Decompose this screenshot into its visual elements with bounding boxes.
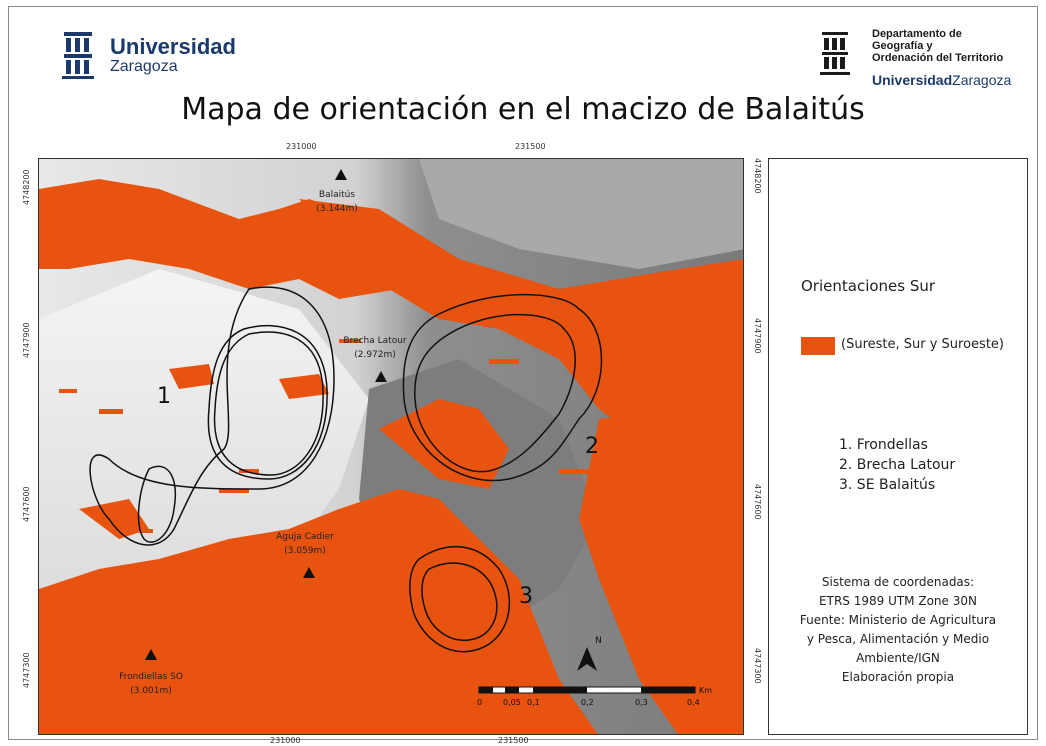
scale-label-04: 0,4 <box>687 698 700 707</box>
scale-label-005: 0,05 <box>503 698 521 707</box>
peak-brecha-latour-elev: (2.972m) <box>354 350 396 360</box>
left-tick-4747600: 4747600 <box>22 486 31 522</box>
north-arrow: N <box>577 636 602 671</box>
university-seal-icon <box>62 32 94 79</box>
university-logo: Universidad Zaragoza <box>60 30 280 90</box>
zone-number-1: 1 <box>157 384 171 409</box>
right-tick-4748200: 4748200 <box>753 158 762 194</box>
orange-speckles <box>59 339 599 533</box>
zone-number-2: 2 <box>585 434 599 459</box>
legend-heading: Orientaciones Sur <box>801 277 936 295</box>
peak-balaitus-marker <box>335 169 347 180</box>
zone-number-3: 3 <box>519 584 533 609</box>
legend-zones: 1. Frondellas 2. Brecha Latour 3. SE Bal… <box>839 435 955 495</box>
peak-aguja-cadier-elev: (3.059m) <box>284 546 326 556</box>
legend-zone-3: 3. SE Balaitús <box>839 477 936 493</box>
orientation-map: Balaitús (3.144m) Brecha Latour (2.972m)… <box>38 158 744 735</box>
peak-frondiellas-name: Frondiellas SO <box>119 672 183 682</box>
department-logo: Departamento de Geografía y Ordenación d… <box>818 28 1028 94</box>
top-tick-231000: 231000 <box>286 142 317 151</box>
zone-outlines <box>89 286 603 653</box>
peak-balaitus-name: Balaitús <box>319 190 355 200</box>
department-seal-icon <box>820 32 850 75</box>
left-tick-4747900: 4747900 <box>22 322 31 358</box>
university-name: Universidad <box>110 34 236 59</box>
zone-numbers: 1 2 3 <box>157 384 599 609</box>
university-city: Zaragoza <box>110 58 178 75</box>
scale-label-02: 0,2 <box>581 698 594 707</box>
legend-coordinate-info: Sistema de coordenadas: ETRS 1989 UTM Zo… <box>799 575 997 684</box>
department-name: Departamento de Geografía y Ordenación d… <box>872 28 1004 64</box>
peak-markers <box>145 169 387 660</box>
right-tick-4747600: 4747600 <box>753 484 762 520</box>
scale-label-01: 0,1 <box>527 698 540 707</box>
south-orientation-areas <box>39 179 743 734</box>
scale-unit: Km <box>699 686 712 695</box>
top-tick-231500: 231500 <box>515 142 546 151</box>
hillshade-grey-north <box>419 159 743 269</box>
left-tick-4747300: 4747300 <box>22 652 31 688</box>
legend-zone-2: 2. Brecha Latour <box>839 457 956 473</box>
map-canvas: Balaitús (3.144m) Brecha Latour (2.972m)… <box>39 159 743 734</box>
department-university: UniversidadZaragoza <box>872 72 1012 88</box>
north-arrow-icon <box>577 647 597 671</box>
peak-aguja-cadier-name: Aguja Cadier <box>276 532 334 542</box>
legend-swatch-south <box>801 337 835 355</box>
scale-label-03: 0,3 <box>635 698 648 707</box>
peak-brecha-latour-name: Brecha Latour <box>343 336 407 346</box>
legend-zone-1: 1. Frondellas <box>839 437 928 453</box>
left-tick-4748200: 4748200 <box>22 169 31 205</box>
peak-labels: Balaitús (3.144m) Brecha Latour (2.972m)… <box>119 190 407 696</box>
map-legend: Orientaciones Sur (Sureste, Sur y Suroes… <box>768 158 1028 735</box>
scale-bar: 0 0,05 0,1 0,2 0,3 0,4 Km <box>477 686 712 707</box>
bottom-tick-231500: 231500 <box>498 736 529 745</box>
right-tick-4747300: 4747300 <box>753 648 762 684</box>
peak-frondiellas-marker <box>145 649 157 660</box>
peak-balaitus-elev: (3.144m) <box>316 204 358 214</box>
peak-frondiellas-elev: (3.001m) <box>130 686 172 696</box>
right-tick-4747900: 4747900 <box>753 318 762 354</box>
legend-swatch-label: (Sureste, Sur y Suroeste) <box>841 337 1004 352</box>
scale-label-0: 0 <box>477 698 482 707</box>
peak-aguja-cadier-marker <box>303 567 315 578</box>
map-title: Mapa de orientación en el macizo de Bala… <box>181 92 865 127</box>
bottom-tick-231000: 231000 <box>270 736 301 745</box>
north-label: N <box>595 636 602 646</box>
peak-brecha-latour-marker <box>375 371 387 382</box>
